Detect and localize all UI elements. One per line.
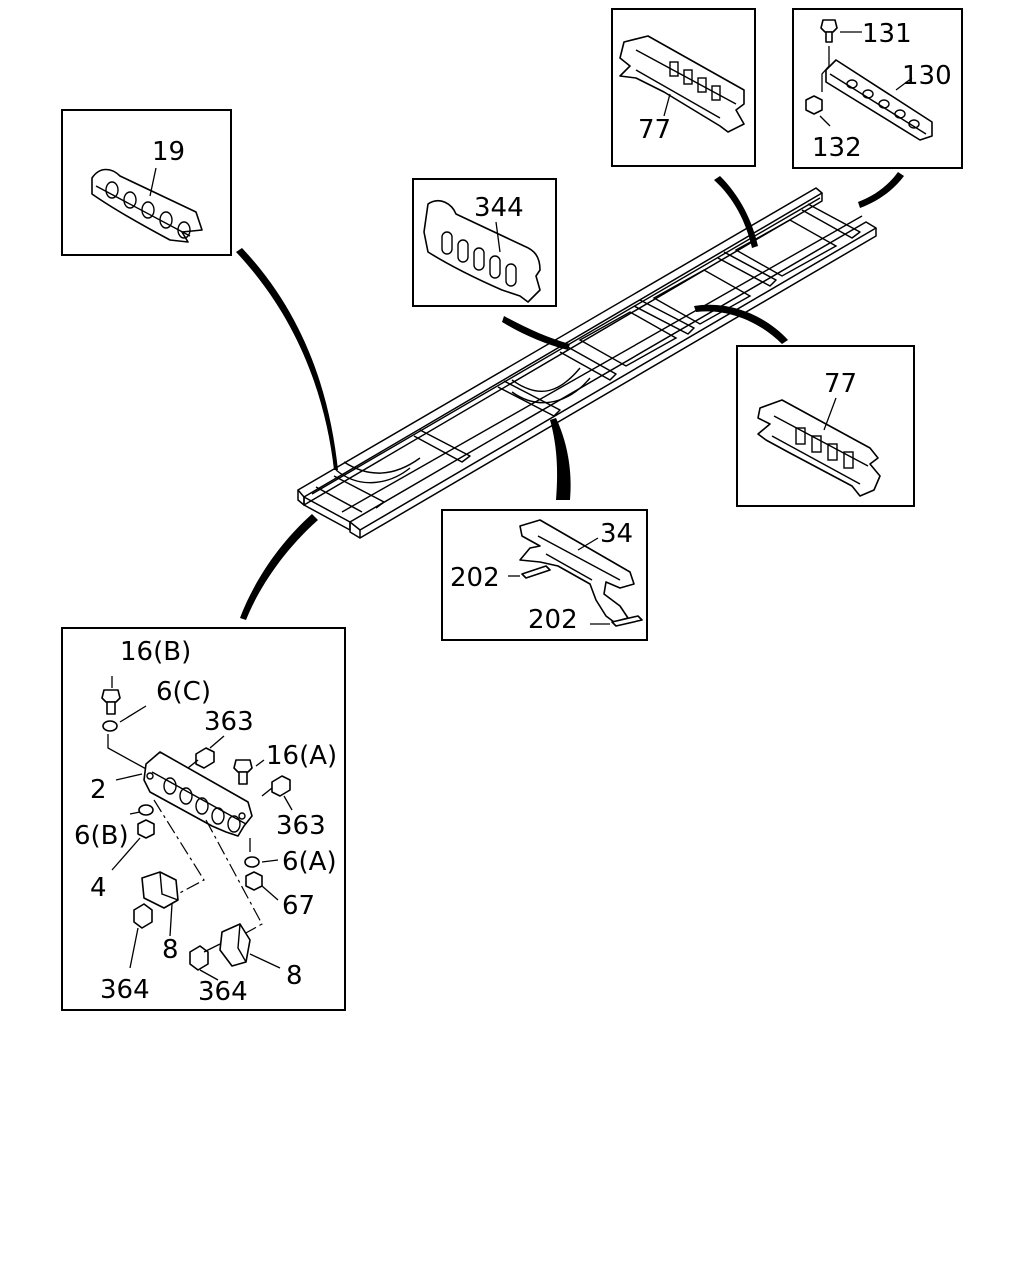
inset-130: 131 130 132	[792, 8, 963, 169]
part-label-16B: 16(B)	[120, 637, 191, 667]
part-label-77-top: 77	[638, 115, 671, 145]
part-label-77-right: 77	[824, 369, 857, 399]
inset-front-crossmember: 16(B) 6(C) 363 16(A) 2	[61, 627, 346, 1011]
part-label-34: 34	[600, 519, 633, 549]
part-label-363-right: 363	[276, 811, 326, 841]
callout-arcs	[236, 172, 904, 620]
part-label-6C: 6(C)	[156, 677, 211, 707]
part-label-16A: 16(A)	[266, 741, 337, 771]
part-label-364-right: 364	[198, 977, 248, 1007]
part-label-132: 132	[812, 133, 862, 163]
part-label-19: 19	[152, 137, 185, 167]
part-label-67: 67	[282, 891, 315, 921]
part-label-363-upper: 363	[204, 707, 254, 737]
part-label-202-left: 202	[450, 563, 500, 593]
part-label-4: 4	[90, 873, 107, 903]
inset-34: 34 202 202	[441, 509, 648, 641]
part-label-344: 344	[474, 193, 524, 223]
part-label-8-right: 8	[286, 961, 303, 991]
inset-77-right: 77	[736, 345, 915, 507]
chassis-frame	[297, 187, 877, 539]
part-label-2: 2	[90, 775, 107, 805]
part-label-131: 131	[862, 19, 912, 49]
part-label-202-right: 202	[528, 605, 578, 635]
inset-344: 344	[412, 178, 557, 307]
part-label-130: 130	[902, 61, 952, 91]
part-label-6B: 6(B)	[74, 821, 129, 851]
part-label-6A: 6(A)	[282, 847, 337, 877]
part-label-364-left: 364	[100, 975, 150, 1005]
inset-77-top: 77	[611, 8, 756, 167]
inset-19: 19	[61, 109, 232, 256]
part-label-8-left: 8	[162, 935, 179, 965]
